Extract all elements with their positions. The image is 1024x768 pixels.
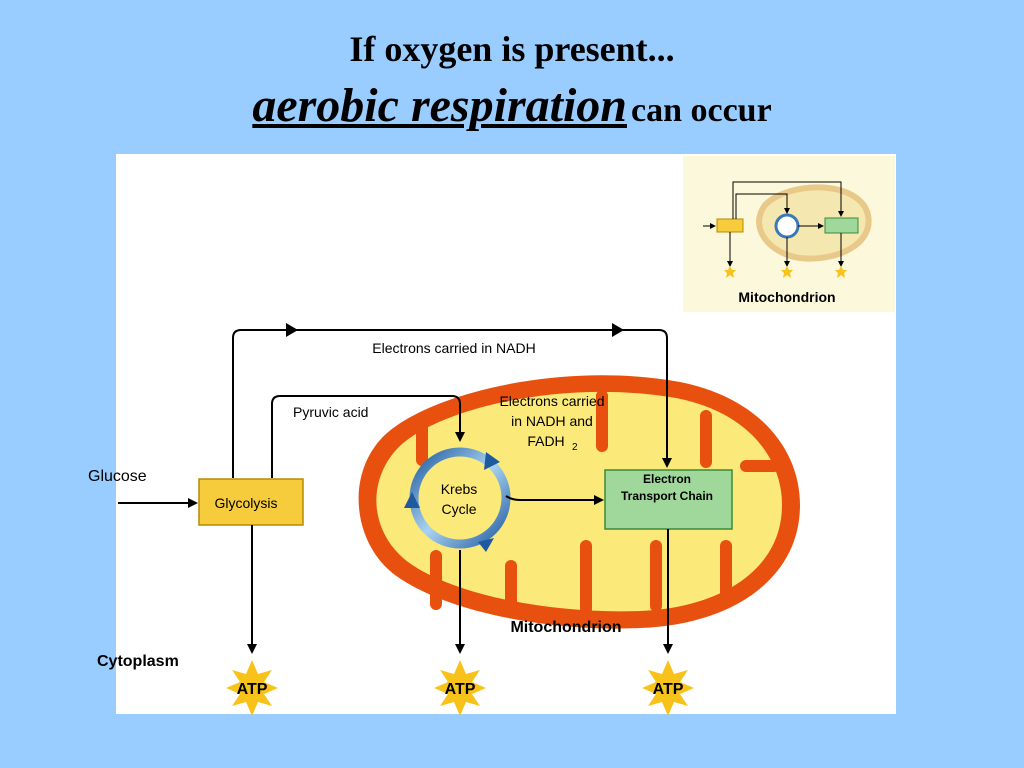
atp-label-1: ATP xyxy=(237,681,268,698)
slide-title: If oxygen is present... xyxy=(349,29,675,69)
nadh-arrow xyxy=(232,329,672,478)
etc-label-1: Electron xyxy=(643,472,691,486)
krebs-label-1: Krebs xyxy=(441,481,478,497)
glucose-label: Glucose xyxy=(88,468,147,485)
inset-mitochondrion xyxy=(703,181,872,278)
pyruvic-arrow xyxy=(271,395,465,478)
krebs-label-2: Cycle xyxy=(441,501,476,517)
atp-star-3 xyxy=(642,660,694,716)
mitochondrion-label: Mitochondrion xyxy=(510,619,621,636)
pyruvic-label: Pyruvic acid xyxy=(293,404,368,420)
cytoplasm-label: Cytoplasm xyxy=(97,653,179,670)
aerobic-respiration-text: aerobic respiration xyxy=(252,79,627,132)
nadh-fadh-label-1: Electrons carried xyxy=(499,393,604,409)
fadh-subscript: 2 xyxy=(572,442,578,453)
glycolysis-label: Glycolysis xyxy=(214,495,277,511)
slide-subtitle: aerobic respiration can occur xyxy=(0,78,1024,133)
can-occur-text: can occur xyxy=(630,92,772,129)
glycolysis-box xyxy=(198,478,304,526)
atp-star-2 xyxy=(434,660,486,716)
krebs-cycle-ring xyxy=(404,447,511,552)
nadh-fadh-label-3: FADH xyxy=(527,433,564,449)
inset-label: Mitochondrion xyxy=(738,289,835,305)
mitochondrion-shape xyxy=(358,375,800,629)
krebs-to-etc-arrow xyxy=(505,495,604,505)
atp-label-2: ATP xyxy=(445,681,476,698)
nadh-label: Electrons carried in NADH xyxy=(372,340,535,356)
atp-label-3: ATP xyxy=(653,681,684,698)
etc-box xyxy=(604,469,733,530)
nadh-fadh-label-2: in NADH and xyxy=(511,413,593,429)
atp-star-1 xyxy=(226,660,278,716)
etc-label-2: Transport Chain xyxy=(621,489,713,503)
